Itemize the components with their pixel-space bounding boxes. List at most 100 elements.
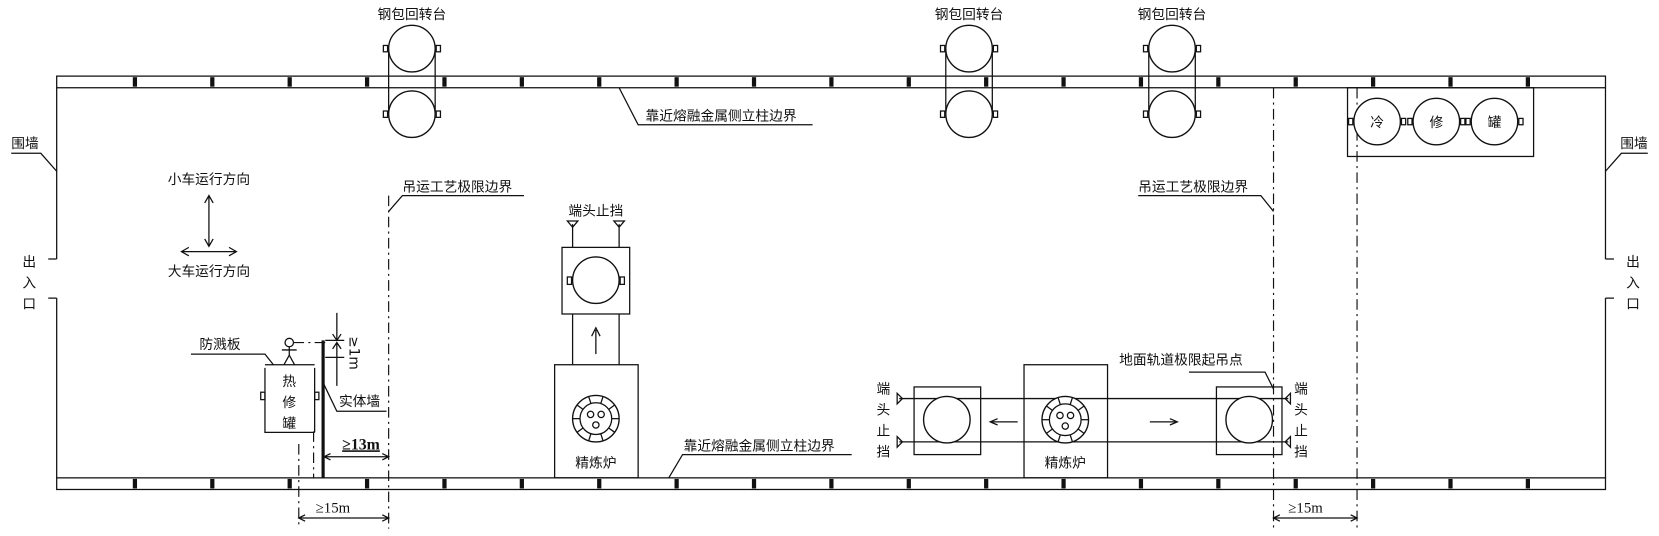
rail-column-mark (1448, 478, 1453, 489)
refining-furnace-2 (1023, 364, 1109, 479)
dim-15m-right-line (1272, 514, 1359, 522)
ladle-turntable-icon (1148, 90, 1196, 139)
cold-repair-label: 修 (1429, 115, 1443, 131)
limit-boundary-label-left: 吊运工艺极限边界 (402, 179, 512, 195)
solid-wall-label: 实体墙 (339, 394, 380, 410)
refining-furnace-1 (553, 364, 639, 479)
rail-column-mark (984, 478, 989, 489)
ladle-car-right (1215, 386, 1283, 456)
svg-text:头: 头 (877, 402, 891, 418)
rail-column-mark (597, 478, 602, 489)
svg-text:罐: 罐 (282, 416, 296, 432)
rail-column-mark (1370, 77, 1376, 87)
svg-text:头: 头 (1294, 402, 1308, 418)
wall-label-right: 围墙 (1620, 136, 1648, 152)
svg-text:口: 口 (1626, 297, 1640, 313)
rail-column-mark (519, 77, 524, 87)
rail-column-mark (1525, 77, 1531, 87)
rail-column-mark (1061, 478, 1066, 489)
svg-text:止: 止 (1294, 424, 1308, 440)
rail-column-mark (1293, 77, 1298, 87)
turntable-label-2: 钢包回转台 (935, 7, 1004, 23)
ladle-car-center (561, 246, 631, 315)
ladle-turntable-icon (1148, 24, 1196, 73)
crane-rails (56, 75, 1607, 491)
svg-text:挡: 挡 (1294, 445, 1308, 461)
rail-column-mark (597, 77, 602, 87)
column-boundary-label-bottom: 靠近熔融金属侧立柱边界 (684, 438, 835, 454)
rail-column-mark (132, 478, 138, 489)
splash-guard-label: 防溅板 (199, 337, 240, 353)
height-dim-label: ≥1m (346, 336, 362, 370)
ladle-icon (922, 395, 971, 444)
hot-repair-label: 热 修 罐 (282, 374, 296, 432)
ladle-turntable-icon (945, 90, 993, 139)
column-boundary-label-top: 靠近熔融金属侧立柱边界 (646, 109, 797, 125)
rail-column-mark (1293, 478, 1298, 489)
ground-rail-limit-leader (1188, 371, 1275, 390)
svg-text:端: 端 (877, 381, 891, 397)
rail-column-mark (442, 478, 447, 489)
rail-column-mark (442, 77, 447, 87)
ground-rail (899, 397, 1289, 443)
end-stop-label-right: 端 头 止 挡 (1294, 381, 1308, 460)
turntable-frame (945, 48, 993, 115)
rail-column-mark (1138, 478, 1144, 489)
limit-boundary-lines (298, 87, 1358, 529)
rail-column-mark (829, 77, 834, 87)
cold-repair-area (1346, 87, 1535, 158)
ladle-turntable-icon (387, 90, 436, 139)
dim-13m-label: ≥13m (342, 436, 380, 453)
rail-column-mark (364, 77, 370, 87)
rail-column-mark (751, 77, 757, 87)
person-icon (284, 337, 295, 348)
rail-column-mark (1138, 77, 1144, 87)
rail-column-mark (364, 478, 370, 489)
end-stop-icon (565, 220, 626, 248)
turntable-label-3: 钢包回转台 (1138, 7, 1207, 23)
rail-column-mark (906, 478, 911, 489)
svg-text:挡: 挡 (877, 445, 891, 461)
direction-arrows-icon (180, 194, 238, 257)
turntable-frame (1148, 48, 1196, 115)
cold-repair-ladle-icon (1470, 97, 1519, 146)
rail-column-mark (829, 478, 834, 489)
top-rail (56, 75, 1607, 89)
height-dimension (325, 312, 345, 386)
rail-column-mark (1448, 77, 1453, 87)
rail-column-mark (1370, 478, 1376, 489)
end-stop-label-center: 端头止挡 (568, 204, 623, 220)
rail-column-mark (674, 478, 679, 489)
wall-label-left: 围墙 (11, 136, 39, 152)
rail-column-mark (1061, 77, 1066, 87)
entrance-left: 出 入 口 (22, 254, 36, 312)
rail-column-mark (984, 77, 989, 87)
turntable-frame (388, 48, 436, 115)
svg-text:修: 修 (282, 395, 296, 411)
rail-column-mark (1216, 77, 1221, 87)
entrance-right: 出 入 口 (1626, 254, 1640, 312)
rail-column-mark (1216, 478, 1221, 489)
rail-column-mark (519, 478, 524, 489)
dim-15m-left-line (297, 514, 391, 522)
svg-text:入: 入 (22, 276, 36, 292)
bottom-rail (56, 477, 1607, 491)
cold-repair-label: 罐 (1488, 115, 1502, 131)
rail-column-mark (132, 77, 138, 87)
ladle-turntable-icon (387, 24, 436, 73)
svg-text:止: 止 (877, 424, 891, 440)
limit-boundary-leaders (388, 194, 1275, 212)
bridge-direction-label: 大车运行方向 (168, 263, 250, 280)
cold-repair-ladle-icon (1412, 97, 1461, 146)
svg-text:口: 口 (22, 297, 36, 313)
ladle-icon (1225, 395, 1274, 444)
column-boundary-leader-top (618, 87, 813, 126)
ground-rail-limit-label: 地面轨道极限起吊点 (1119, 353, 1243, 369)
rail-column-mark (287, 77, 292, 87)
turntable-label-1: 钢包回转台 (378, 7, 447, 23)
cold-repair-label: 冷 (1370, 115, 1384, 131)
dim-15m-right-label: ≥15m (1288, 501, 1323, 517)
svg-text:入: 入 (1626, 276, 1640, 292)
dim-15m-left-label: ≥15m (316, 501, 351, 517)
